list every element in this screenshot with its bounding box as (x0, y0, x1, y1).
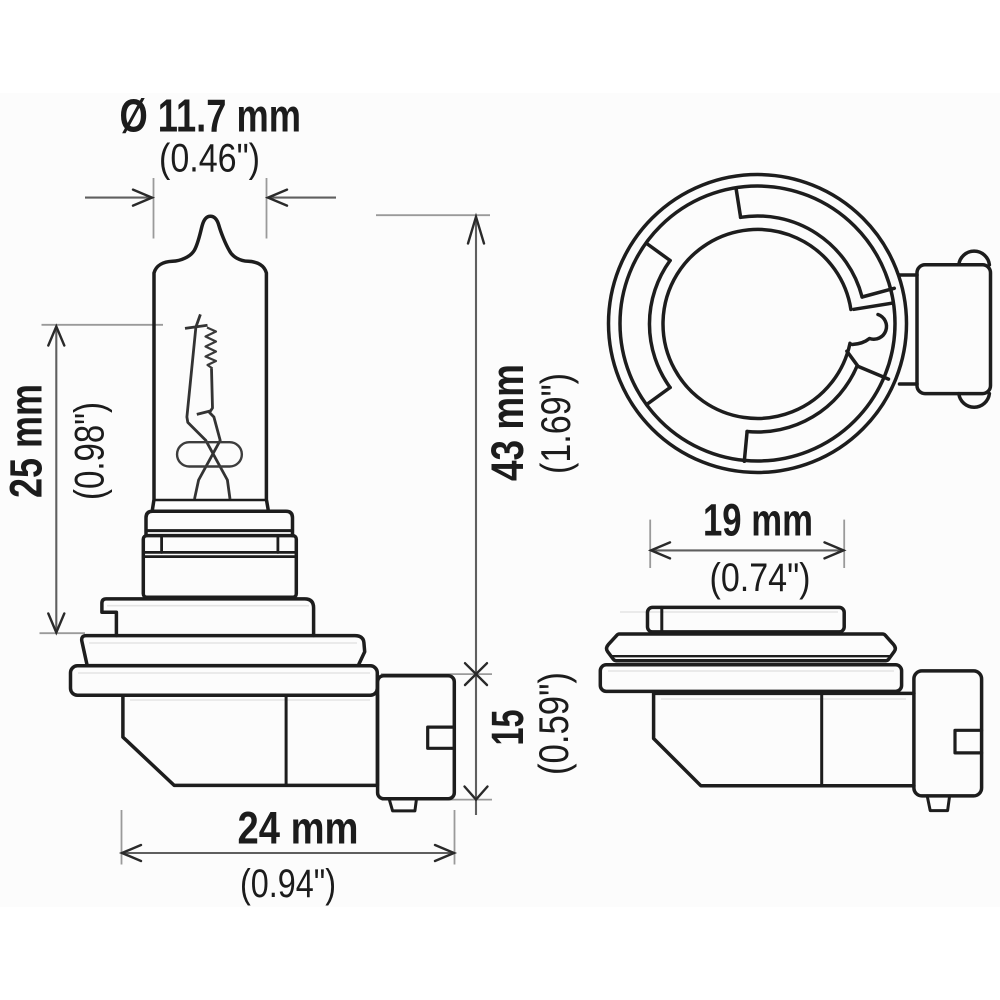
svg-text:(0.46"): (0.46") (159, 137, 260, 181)
svg-text:Ø 11.7 mm: Ø 11.7 mm (120, 90, 302, 142)
svg-text:(0.74"): (0.74") (710, 556, 811, 600)
svg-text:24 mm: 24 mm (238, 803, 359, 854)
svg-text:25 mm: 25 mm (1, 384, 52, 498)
svg-text:19 mm: 19 mm (703, 495, 813, 546)
svg-text:(1.69"): (1.69") (532, 373, 579, 474)
svg-text:(0.94"): (0.94") (240, 862, 336, 906)
svg-text:43 mm: 43 mm (482, 364, 533, 481)
svg-text:15: 15 (482, 710, 533, 746)
svg-text:(0.59"): (0.59") (530, 672, 577, 775)
svg-text:(0.98"): (0.98") (66, 402, 113, 500)
